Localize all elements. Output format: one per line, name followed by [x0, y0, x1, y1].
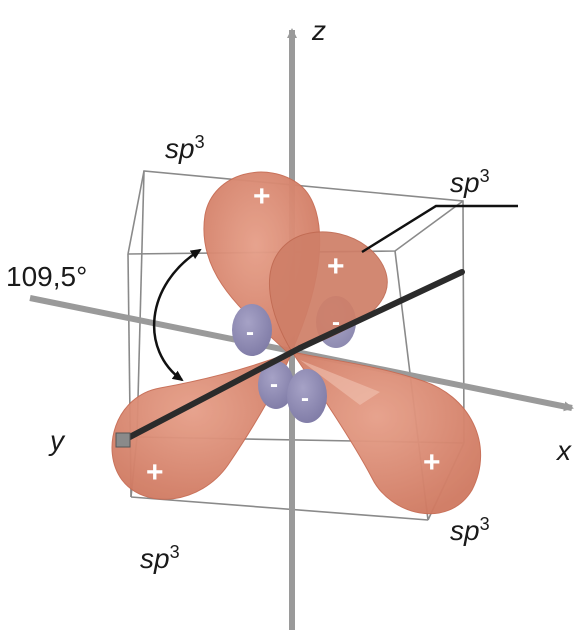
sp3-bottom-left-exp: 3: [170, 542, 180, 562]
sign-small-bottom-b: -: [301, 385, 309, 412]
sp3-label-top-left: sp3: [165, 132, 205, 164]
sp3-top-right-exp: 3: [480, 166, 490, 186]
sign-lobe-top: +: [253, 180, 271, 213]
z-axis-label: z: [311, 15, 326, 46]
leader-line: [362, 206, 518, 252]
sp3-label-top-right: sp3: [450, 166, 490, 198]
angle-arc-arrow: [154, 250, 200, 380]
sp3-bottom-right-exp: 3: [480, 514, 490, 534]
sign-lobe-right: +: [423, 446, 441, 479]
angle-label: 109,5°: [6, 261, 87, 292]
sp3-bottom-right-base: sp: [450, 515, 480, 546]
sp3-top-left-exp: 3: [195, 132, 205, 152]
sign-small-left: -: [246, 319, 254, 346]
sp3-label-bottom-left: sp3: [140, 542, 180, 574]
sp3-bottom-left-base: sp: [140, 543, 170, 574]
sign-lobe-back: +: [327, 250, 345, 283]
sp3-label-bottom-right: sp3: [450, 514, 490, 546]
y-axis-label: y: [48, 425, 66, 456]
sp3-top-right-base: sp: [450, 167, 480, 198]
x-axis-label: x: [555, 435, 572, 466]
sign-small-back: -: [332, 309, 340, 336]
sign-lobe-left: +: [146, 456, 164, 489]
sign-small-bottom-a: -: [270, 371, 278, 398]
sp3-top-left-base: sp: [165, 133, 195, 164]
